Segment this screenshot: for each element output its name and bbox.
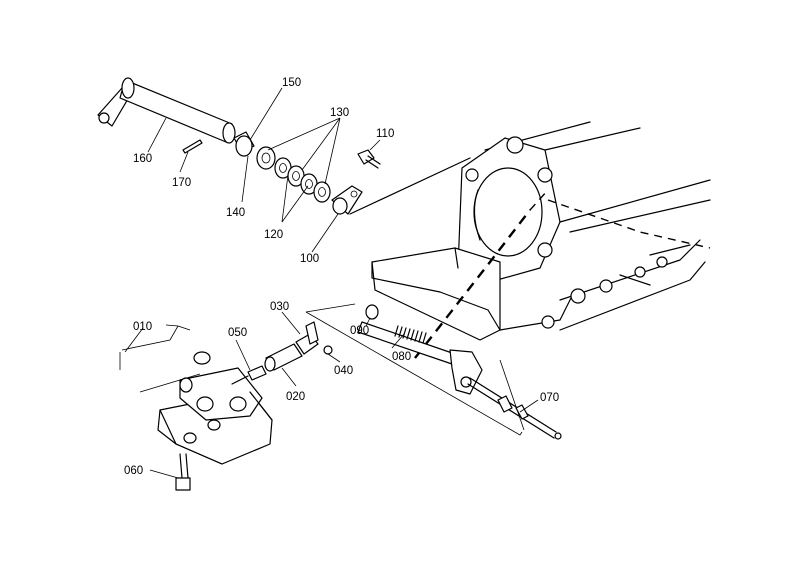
label-110: 110 — [376, 128, 394, 140]
label-170: 170 — [172, 177, 191, 189]
label-050: 050 — [228, 327, 247, 339]
label-060: 060 — [124, 465, 143, 477]
elbow-joint — [295, 321, 319, 355]
callout-frame — [305, 303, 525, 436]
coupling-sleeve — [264, 343, 303, 372]
snap-ring — [323, 345, 333, 355]
small-washer — [193, 351, 211, 365]
hex-bolt-small — [357, 149, 381, 169]
label-040: 040 — [334, 365, 353, 377]
label-070: 070 — [540, 392, 559, 404]
label-130: 130 — [330, 107, 349, 119]
threaded-rod — [357, 321, 483, 395]
control-rod — [467, 377, 562, 440]
long-bolt — [175, 453, 191, 491]
o-ring — [365, 304, 379, 320]
transmission-housing — [371, 121, 711, 341]
lock-plate — [331, 157, 471, 215]
label-140: 140 — [226, 207, 245, 219]
spring-pin — [182, 139, 203, 154]
label-010: 010 — [133, 321, 152, 333]
bracket-bracing — [119, 324, 191, 370]
label-090: 090 — [350, 325, 369, 337]
label-020: 020 — [286, 391, 305, 403]
lever-shaft — [97, 77, 236, 144]
label-030: 030 — [270, 301, 289, 313]
label-080: 080 — [392, 351, 411, 363]
leader-lines — [147, 87, 381, 253]
pivot-block — [157, 367, 273, 465]
hidden-line-upper — [529, 189, 549, 211]
label-120: 120 — [264, 229, 283, 241]
label-150: 150 — [282, 77, 301, 89]
leader-lines-lower — [124, 311, 539, 479]
adjust-screw — [231, 365, 267, 385]
label-160: 160 — [133, 153, 152, 165]
washer-stack — [233, 131, 331, 203]
hidden-line — [414, 209, 531, 359]
label-100: 100 — [300, 253, 319, 265]
part-labels: 150 130 110 160 170 140 120 100 010 050 … — [124, 77, 559, 477]
